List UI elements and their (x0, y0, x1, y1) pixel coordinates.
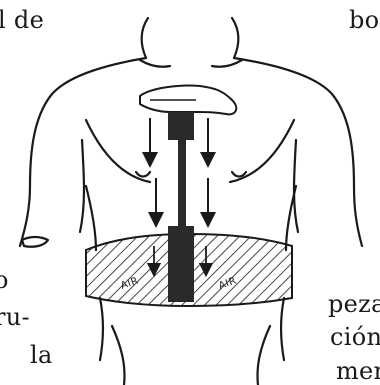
hand-outline (140, 85, 236, 114)
abdomen-air-column (168, 226, 194, 302)
air-column-stem (178, 140, 186, 226)
torso-outline (20, 18, 362, 385)
chest-air-block (168, 112, 194, 140)
